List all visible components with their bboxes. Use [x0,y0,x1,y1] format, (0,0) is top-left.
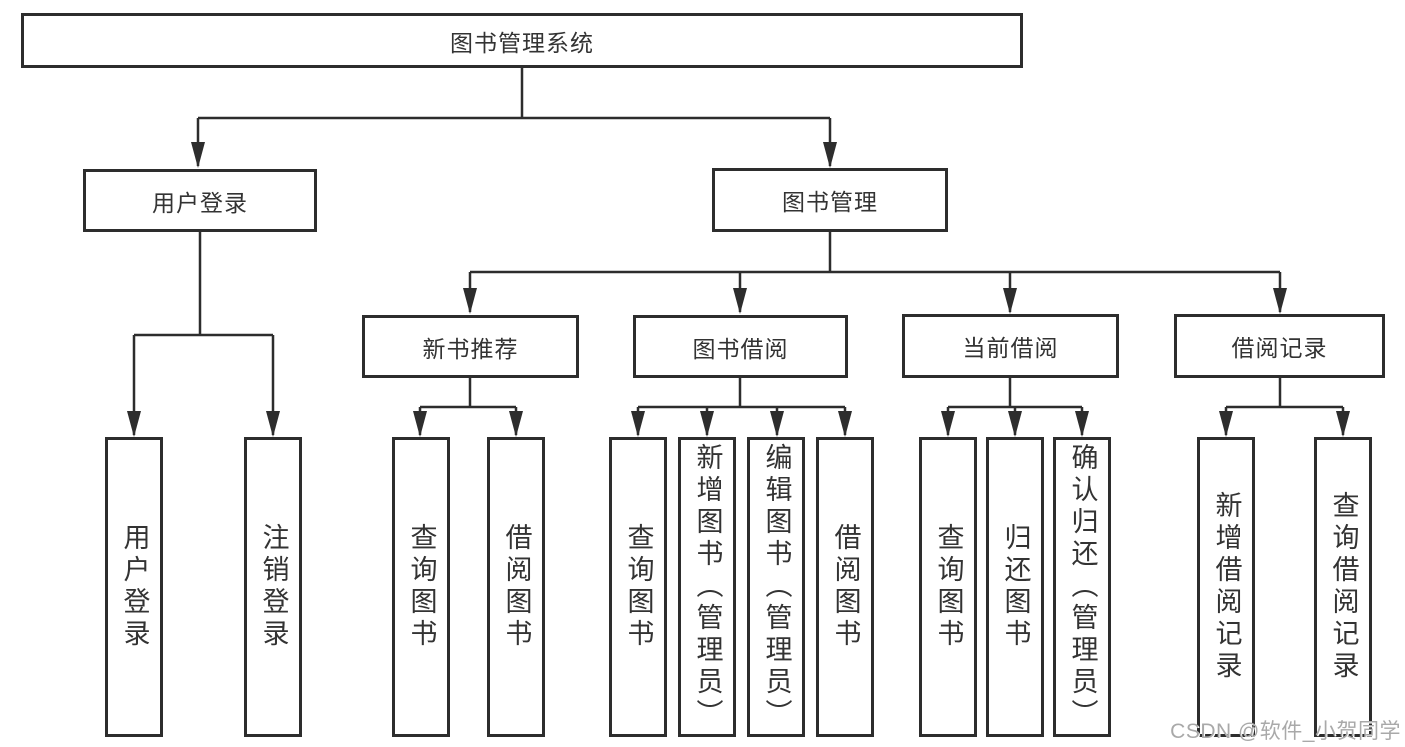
arrow-down-icon [1273,288,1287,314]
leaf-add-books-admin-label: 新增图书（管理员） [692,443,723,731]
arrow-down-icon [1336,411,1350,437]
leaf-borrow-books: 借阅图书 [816,437,874,737]
leaf-confirm-return-admin-label: 确认归还（管理员） [1067,443,1098,731]
leaf-user-login: 用户登录 [105,437,163,737]
node-new-book-recommend: 新书推荐 [362,315,579,378]
node-borrowing-records: 借阅记录 [1174,314,1385,378]
node-book-management-label: 图书管理 [782,189,878,215]
arrow-down-icon [191,142,205,168]
node-current-borrowing-label: 当前借阅 [962,335,1059,361]
csdn-watermark: CSDN @软件_小贺同学 [1170,720,1401,743]
arrow-down-icon [127,411,141,437]
leaf-return-books: 归还图书 [986,437,1044,737]
leaf-add-borrow-record: 新增借阅记录 [1197,437,1255,737]
arrow-down-icon [733,288,747,314]
node-user-login-label: 用户登录 [152,189,248,216]
leaf-query-books-current: 查询图书 [919,437,977,737]
arrow-down-icon [838,411,852,437]
arrow-down-icon [1075,411,1089,437]
leaf-add-books-admin: 新增图书（管理员） [678,437,736,737]
arrow-down-icon [1219,411,1233,437]
node-user-login: 用户登录 [83,169,317,232]
arrow-down-icon [1008,411,1022,437]
arrow-down-icon [631,411,645,437]
leaf-edit-books-admin-label: 编辑图书（管理员） [761,443,792,731]
tree-branch-lines [132,68,1345,435]
leaf-edit-books-admin: 编辑图书（管理员） [747,437,805,737]
leaf-borrow-books-label: 借阅图书 [830,523,861,651]
leaf-query-borrow-record-label: 查询借阅记录 [1328,491,1359,683]
arrow-down-icon [823,142,837,168]
node-book-borrowing: 图书借阅 [633,315,848,378]
leaf-logout: 注销登录 [244,437,302,737]
node-borrowing-records-label: 借阅记录 [1231,335,1328,361]
node-new-book-recommend-label: 新书推荐 [422,335,519,362]
leaf-logout-label: 注销登录 [258,523,289,651]
arrow-down-icon [1003,288,1017,314]
leaf-query-books-current-label: 查询图书 [933,523,964,651]
arrowhead-icons [127,142,1350,437]
leaf-query-borrow-record: 查询借阅记录 [1314,437,1372,737]
leaf-borrow-books-recommend: 借阅图书 [487,437,545,737]
leaf-add-borrow-record-label: 新增借阅记录 [1211,491,1242,683]
arrow-down-icon [941,411,955,437]
leaf-query-books-recommend-label: 查询图书 [406,523,437,651]
connector-lines [132,68,1345,435]
arrow-down-icon [700,411,714,437]
leaf-query-books-borrowing: 查询图书 [609,437,667,737]
leaf-confirm-return-admin: 确认归还（管理员） [1053,437,1111,737]
arrow-down-icon [509,411,523,437]
node-root-label: 图书管理系统 [450,29,594,56]
node-book-management: 图书管理 [712,168,948,232]
node-current-borrowing: 当前借阅 [902,314,1119,378]
arrow-down-icon [770,411,784,437]
leaf-query-books-borrowing-label: 查询图书 [623,523,654,651]
arrow-down-icon [266,411,280,437]
node-root: 图书管理系统 [21,13,1023,68]
leaf-borrow-books-recommend-label: 借阅图书 [501,523,532,651]
node-book-borrowing-label: 图书借阅 [692,335,789,362]
leaf-query-books-recommend: 查询图书 [392,437,450,737]
leaf-return-books-label: 归还图书 [1000,523,1031,651]
arrow-down-icon [463,288,477,314]
arrow-down-icon [413,411,427,437]
leaf-user-login-label: 用户登录 [119,523,150,651]
